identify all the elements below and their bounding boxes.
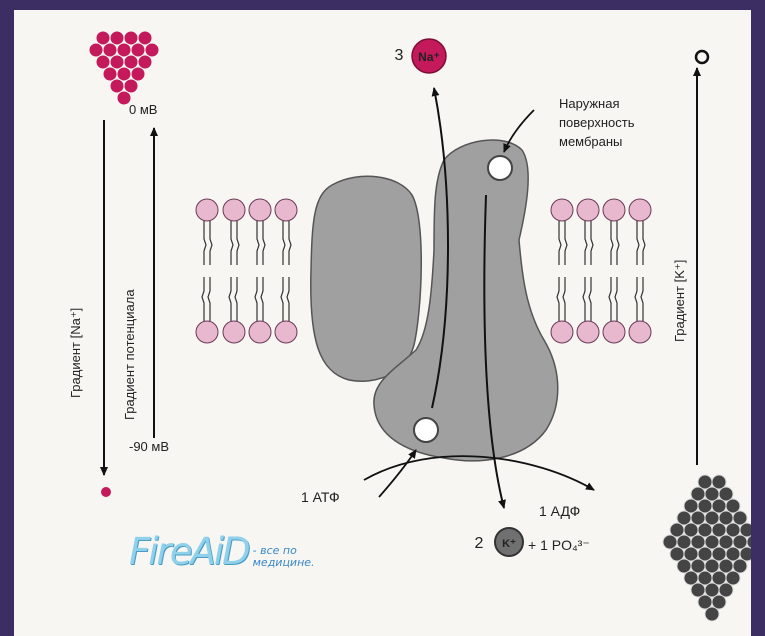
lipid-tail <box>283 221 285 265</box>
lipid-tail <box>563 277 565 321</box>
lipid-tail <box>287 277 289 321</box>
lipid-tail <box>257 221 259 265</box>
sodium-gradient-label: Градиент [Na⁺] <box>68 308 83 398</box>
lipid-tail <box>635 277 637 321</box>
protein-subunit-left <box>311 176 422 381</box>
watermark-logo: FireAiD - все по медицине. <box>129 530 315 573</box>
diagram-canvas: Na⁺ 3 K⁺ 2 0 мВ -90 мВ Градиент [Na⁺] Гр… <box>14 10 751 636</box>
sodium-ion-cluster <box>89 31 159 105</box>
lipid-tail <box>589 277 591 321</box>
potassium-ion-label: K⁺ <box>502 538 516 550</box>
lipid-head <box>196 321 218 343</box>
lipid-head <box>275 199 297 221</box>
zero-mv-label: 0 мВ <box>129 102 157 117</box>
phosphate-label: + 1 PO₄³⁻ <box>528 537 590 553</box>
lipid-tail <box>231 221 233 265</box>
lipid-tail <box>202 277 204 321</box>
minus-90-mv-label: -90 мВ <box>129 439 169 454</box>
potential-gradient-label: Градиент потенциала <box>122 289 137 420</box>
lipid-tail <box>583 277 585 321</box>
potassium-count: 2 <box>475 535 484 552</box>
lipid-tail <box>617 221 619 265</box>
lipid-head <box>629 321 651 343</box>
adp-label: 1 АДФ <box>539 503 580 519</box>
watermark-main: FireAiD <box>129 530 249 573</box>
lipid-head <box>577 321 599 343</box>
atp-label: 1 АТФ <box>301 489 340 505</box>
lipid-tail <box>261 277 263 321</box>
lipid-tail <box>263 221 265 265</box>
lipid-head <box>196 199 218 221</box>
lipid-tail <box>229 277 231 321</box>
lipid-head <box>629 199 651 221</box>
lipid-head <box>249 321 271 343</box>
lipid-tail <box>557 277 559 321</box>
lipid-head <box>551 321 573 343</box>
lipid-tail <box>559 221 561 265</box>
lipid-tail <box>643 221 645 265</box>
lipid-bilayer-left <box>196 199 297 343</box>
outer-surface-label: Наружная поверхность мембраны <box>559 96 638 149</box>
lipid-head <box>603 199 625 221</box>
lipid-head <box>249 199 271 221</box>
potassium-ion-cluster <box>663 475 751 621</box>
lipid-tail <box>641 277 643 321</box>
potassium-ion-single <box>696 51 708 63</box>
lipid-head <box>275 321 297 343</box>
outer-binding-site <box>488 156 512 180</box>
lipid-tail <box>204 221 206 265</box>
lipid-tail <box>615 277 617 321</box>
lipid-head <box>551 199 573 221</box>
lipid-tail <box>591 221 593 265</box>
lipid-tail <box>281 277 283 321</box>
lipid-head <box>223 199 245 221</box>
watermark-sub: - все по медицине. <box>253 545 315 573</box>
lipid-bilayer-right <box>551 199 651 343</box>
lipid-tail <box>255 277 257 321</box>
watermark-sub-line2: медицине. <box>253 556 315 569</box>
sodium-ion-label: Na⁺ <box>418 50 440 64</box>
lipid-tail <box>585 221 587 265</box>
sodium-count: 3 <box>395 47 404 64</box>
lipid-head <box>603 321 625 343</box>
lipid-tail <box>565 221 567 265</box>
lipid-tail <box>235 277 237 321</box>
lipid-tail <box>609 277 611 321</box>
lipid-tail <box>208 277 210 321</box>
sodium-ion-single <box>101 487 111 497</box>
lipid-tail <box>289 221 291 265</box>
inner-binding-site <box>414 418 438 442</box>
lipid-head <box>223 321 245 343</box>
lipid-tail <box>611 221 613 265</box>
potassium-gradient-label: Градиент [K⁺] <box>672 260 687 342</box>
lipid-tail <box>637 221 639 265</box>
sodium-potassium-pump-diagram: Na⁺ 3 K⁺ 2 0 мВ -90 мВ Градиент [Na⁺] Гр… <box>14 10 751 636</box>
potassium-ion-bead <box>705 607 719 621</box>
lipid-tail <box>237 221 239 265</box>
lipid-tail <box>210 221 212 265</box>
lipid-head <box>577 199 599 221</box>
atp-input-arrow <box>379 450 416 497</box>
